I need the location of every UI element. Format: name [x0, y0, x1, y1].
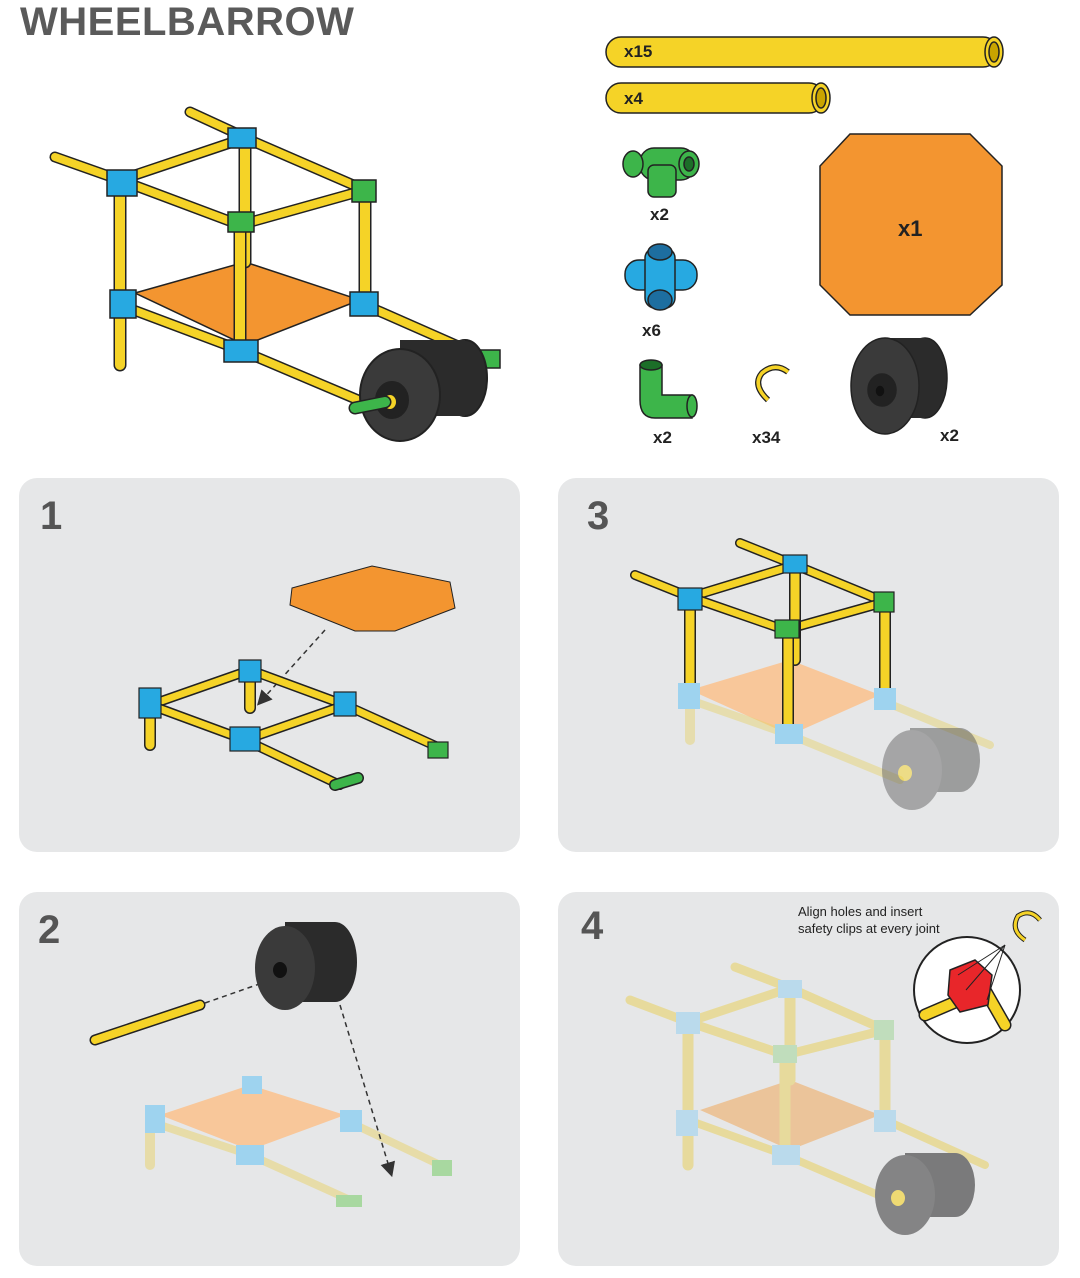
blue-cross-part — [624, 243, 698, 311]
step-number-2: 2 — [38, 908, 61, 952]
long-pipe-qty: x15 — [624, 42, 653, 61]
board-shape — [289, 565, 456, 632]
blue-joint — [227, 127, 257, 149]
clip-detail-callout — [913, 910, 1042, 1044]
step-4-note-line2: safety clips at every joint — [798, 921, 940, 936]
wheel-part — [850, 337, 948, 435]
step-4-note: Align holes and insert safety clips at e… — [798, 903, 940, 937]
parts-list — [605, 36, 1004, 435]
step-2-illustration — [89, 922, 452, 1207]
step-3-illustration — [630, 538, 994, 810]
assembled-wheelbarrow — [49, 106, 501, 442]
step-panel-1 — [19, 478, 520, 852]
step-1-illustration — [138, 565, 456, 791]
clip-qty: x34 — [752, 428, 781, 447]
green-elbow-qty: x2 — [653, 428, 672, 447]
step-4-note-line1: Align holes and insert — [798, 904, 923, 919]
step-number-3: 3 — [587, 494, 610, 538]
blue-joint — [349, 291, 379, 317]
step-4-illustration — [625, 962, 989, 1235]
board-part — [819, 133, 1003, 316]
green-joint — [227, 211, 255, 233]
blue-cross-qty: x6 — [642, 321, 661, 340]
short-pipe-qty: x4 — [624, 89, 643, 108]
blue-joint — [106, 169, 138, 197]
step-number-4: 4 — [581, 904, 604, 948]
step-panel-3 — [558, 478, 1059, 852]
wheel-shape — [359, 339, 488, 442]
board-shape — [132, 261, 363, 346]
green-tee-part — [622, 147, 700, 198]
green-elbow-part — [639, 359, 698, 419]
blue-joint — [223, 339, 259, 363]
blue-joint — [109, 289, 137, 319]
green-tee-qty: x2 — [650, 205, 669, 224]
long-pipe — [605, 36, 999, 68]
wheel-qty: x2 — [940, 426, 959, 445]
step-number-1: 1 — [40, 494, 63, 538]
board-qty: x1 — [898, 216, 923, 241]
top-frame — [114, 132, 371, 231]
green-joint — [351, 179, 377, 203]
page-title: WHEELBARROW — [20, 0, 355, 44]
